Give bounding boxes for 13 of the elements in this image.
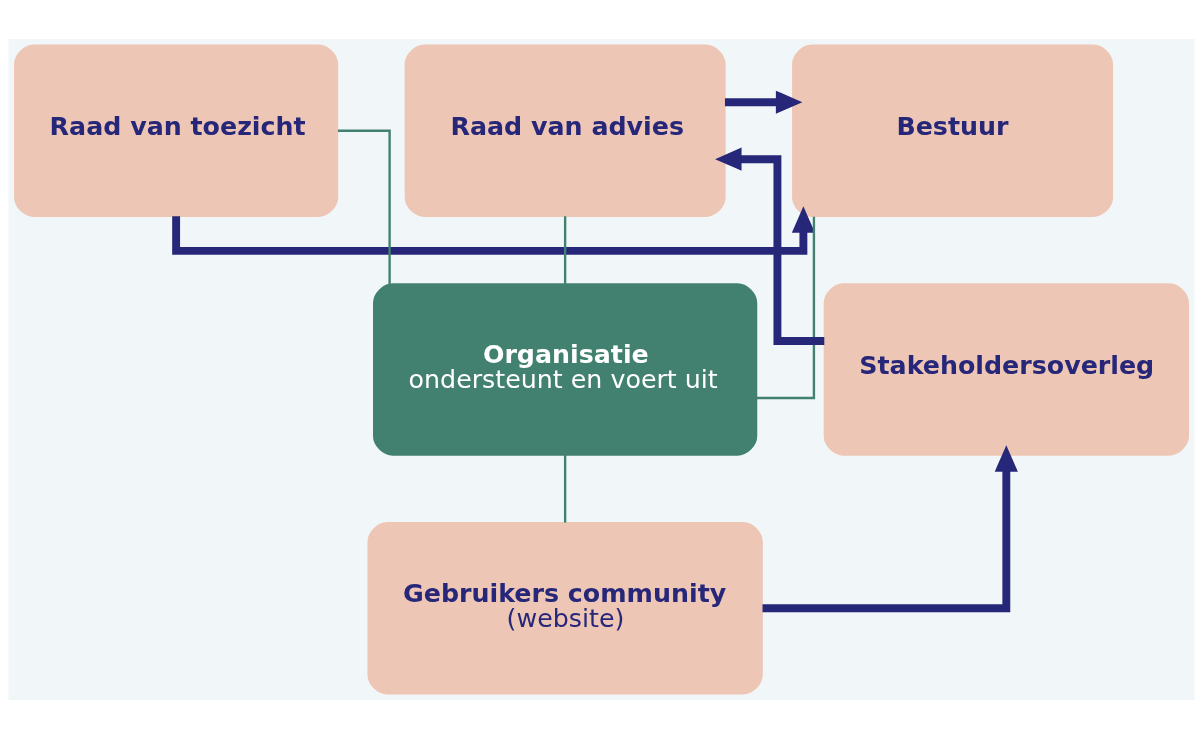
- connector: [563, 215, 567, 284]
- arrow: [724, 90, 803, 114]
- arrow: [715, 147, 825, 345]
- node-box: Gebruikers community (website): [367, 521, 763, 694]
- connector: [563, 454, 567, 523]
- connector: [756, 216, 816, 399]
- node-box: Raad van advies: [404, 44, 726, 217]
- connector: [337, 129, 391, 284]
- node-box: Bestuur: [792, 44, 1114, 217]
- node-box: Organisatie ondersteunt en voert uit: [373, 282, 758, 456]
- arrow: [762, 444, 1018, 612]
- node-box: Raad van toezicht: [14, 44, 339, 217]
- node-box: Stakeholdersoverleg: [823, 282, 1189, 456]
